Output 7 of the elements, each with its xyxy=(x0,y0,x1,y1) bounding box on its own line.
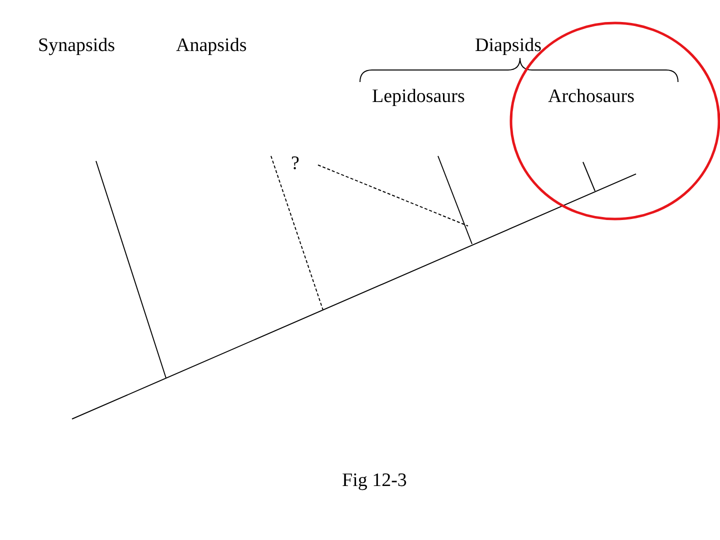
group-label: Archosaurs xyxy=(548,87,635,106)
group-label: Lepidosaurs xyxy=(372,87,465,106)
group-label: Anapsids xyxy=(176,36,247,55)
question-mark: ? xyxy=(291,154,300,173)
group-label: Synapsids xyxy=(38,36,116,55)
caption: Fig 12-3 xyxy=(342,471,407,490)
group-label: Diapsids xyxy=(475,36,542,55)
